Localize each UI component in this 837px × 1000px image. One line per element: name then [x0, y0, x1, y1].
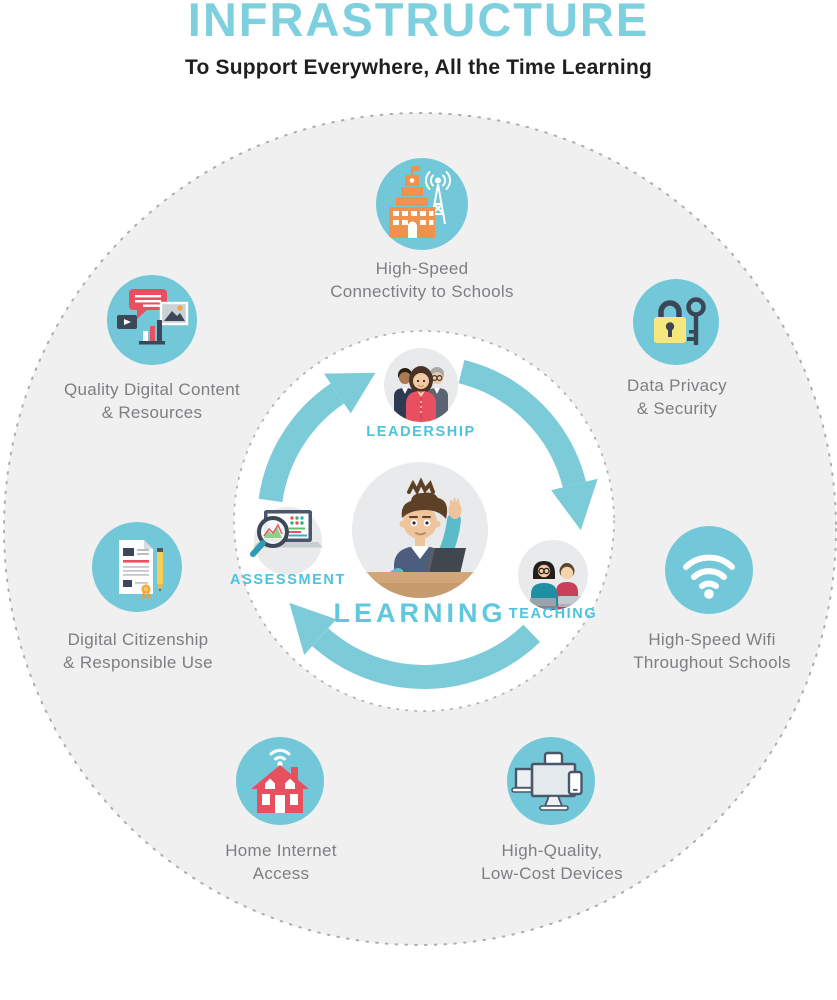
connectivity-label: High-Speed Connectivity to Schools [330, 259, 514, 301]
page-title: INFRASTRUCTURE [187, 0, 650, 46]
leadership-people-icon [384, 348, 458, 422]
wifi-label: High-Speed Wifi Throughout Schools [633, 630, 791, 672]
devices-icon [507, 737, 595, 825]
home-internet-label: Home Internet Access [225, 841, 337, 883]
privacy-label: Data Privacy & Security [627, 376, 727, 418]
arrowhead-up-icon [323, 372, 376, 414]
school-antenna-icon [376, 158, 468, 250]
arrowhead-left-icon [289, 602, 337, 655]
citizenship-label: Digital Citizenship & Responsible Use [63, 630, 213, 672]
lock-key-icon [633, 279, 719, 365]
cycle-arrows [258, 359, 598, 689]
learning-student-icon [352, 462, 488, 598]
assessment-label: ASSESSMENT [230, 572, 346, 588]
teaching-students-icon [518, 540, 588, 610]
arrowhead-down-icon [551, 478, 598, 531]
page-subtitle: To Support Everywhere, All the Time Lear… [185, 56, 652, 79]
teaching-label: TEACHING [508, 606, 598, 622]
leadership-label: LEADERSHIP [366, 424, 476, 440]
learning-label: LEARNING [333, 598, 507, 628]
media-content-icon [107, 275, 197, 365]
devices-label: High-Quality, Low-Cost Devices [481, 841, 623, 883]
wifi-icon [665, 526, 753, 614]
content-label: Quality Digital Content & Resources [63, 380, 241, 422]
assessment-laptop-icon [233, 494, 343, 594]
document-pencil-icon [92, 522, 182, 612]
house-wifi-icon [236, 737, 324, 825]
